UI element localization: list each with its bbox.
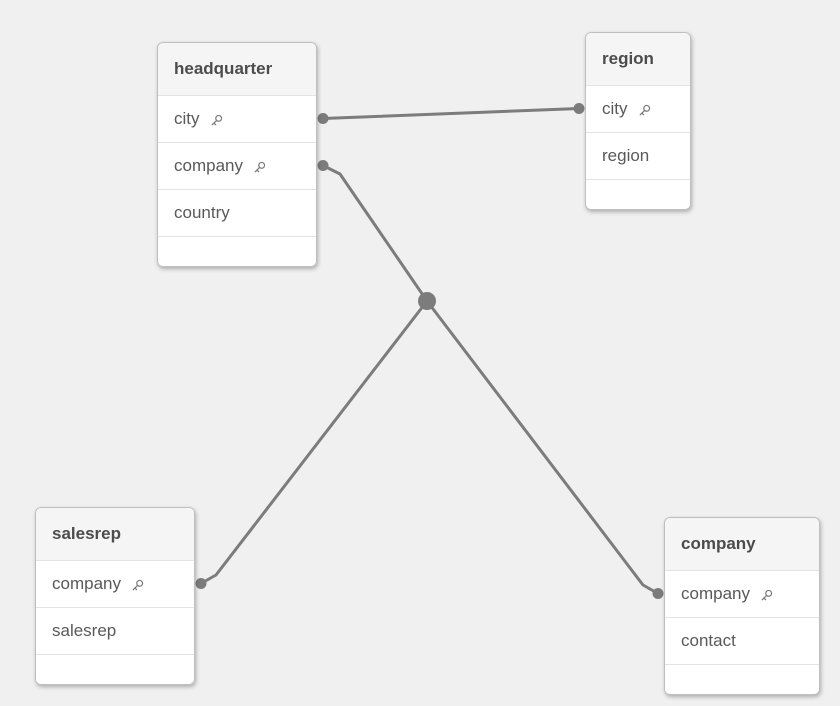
- field-row-region-region[interactable]: region: [586, 133, 690, 180]
- empty-row: [586, 180, 690, 209]
- field-label: contact: [681, 631, 736, 650]
- key-icon: [639, 104, 650, 115]
- connector-endpoint-dot: [317, 113, 329, 124]
- table-card-company[interactable]: company company contact: [664, 517, 820, 695]
- table-name-label: headquarter: [174, 59, 273, 78]
- field-label: city: [602, 99, 628, 118]
- field-row-salesrep-company[interactable]: company: [36, 561, 194, 608]
- association-line-company-headquarter-junction: [321, 164, 429, 303]
- association-junction-dot: [418, 292, 436, 310]
- connector-endpoint-dot: [317, 160, 329, 171]
- empty-row: [665, 665, 819, 694]
- table-card-region[interactable]: region city region: [585, 32, 691, 210]
- key-icon: [761, 589, 773, 600]
- connector-endpoint-dot: [573, 103, 585, 114]
- table-name-label: region: [602, 49, 654, 68]
- table-name-label: salesrep: [52, 524, 121, 543]
- field-label: company: [174, 156, 243, 175]
- table-card-headquarter[interactable]: headquarter city company country: [157, 42, 317, 267]
- field-row-headquarter-company[interactable]: company: [158, 143, 316, 190]
- table-name-label: company: [681, 534, 756, 553]
- field-label: city: [174, 109, 200, 128]
- field-label: country: [174, 203, 230, 222]
- table-header-company[interactable]: company: [665, 518, 819, 571]
- field-label: region: [602, 146, 650, 165]
- empty-row: [158, 237, 316, 266]
- table-header-headquarter[interactable]: headquarter: [158, 43, 316, 96]
- table-header-region[interactable]: region: [586, 33, 690, 86]
- field-row-region-city[interactable]: city: [586, 86, 690, 133]
- field-row-salesrep-salesrep[interactable]: salesrep: [36, 608, 194, 655]
- key-icon: [254, 161, 266, 172]
- field-row-headquarter-country[interactable]: country: [158, 190, 316, 237]
- table-card-salesrep[interactable]: salesrep company salesrep: [35, 507, 195, 685]
- connector-endpoint-dot: [195, 578, 207, 589]
- key-icon: [132, 579, 144, 590]
- connector-endpoint-dot: [652, 588, 664, 599]
- empty-row: [36, 655, 194, 684]
- field-row-company-contact[interactable]: contact: [665, 618, 819, 665]
- field-label: company: [52, 574, 121, 593]
- table-header-salesrep[interactable]: salesrep: [36, 508, 194, 561]
- key-icon: [211, 114, 222, 125]
- field-label: company: [681, 584, 750, 603]
- association-line-company-junction-company: [425, 299, 660, 595]
- field-row-company-company[interactable]: company: [665, 571, 819, 618]
- association-line-city-headquarter-region: [321, 107, 581, 120]
- field-row-headquarter-city[interactable]: city: [158, 96, 316, 143]
- field-label: salesrep: [52, 621, 117, 640]
- association-line-company-junction-salesrep: [199, 299, 429, 585]
